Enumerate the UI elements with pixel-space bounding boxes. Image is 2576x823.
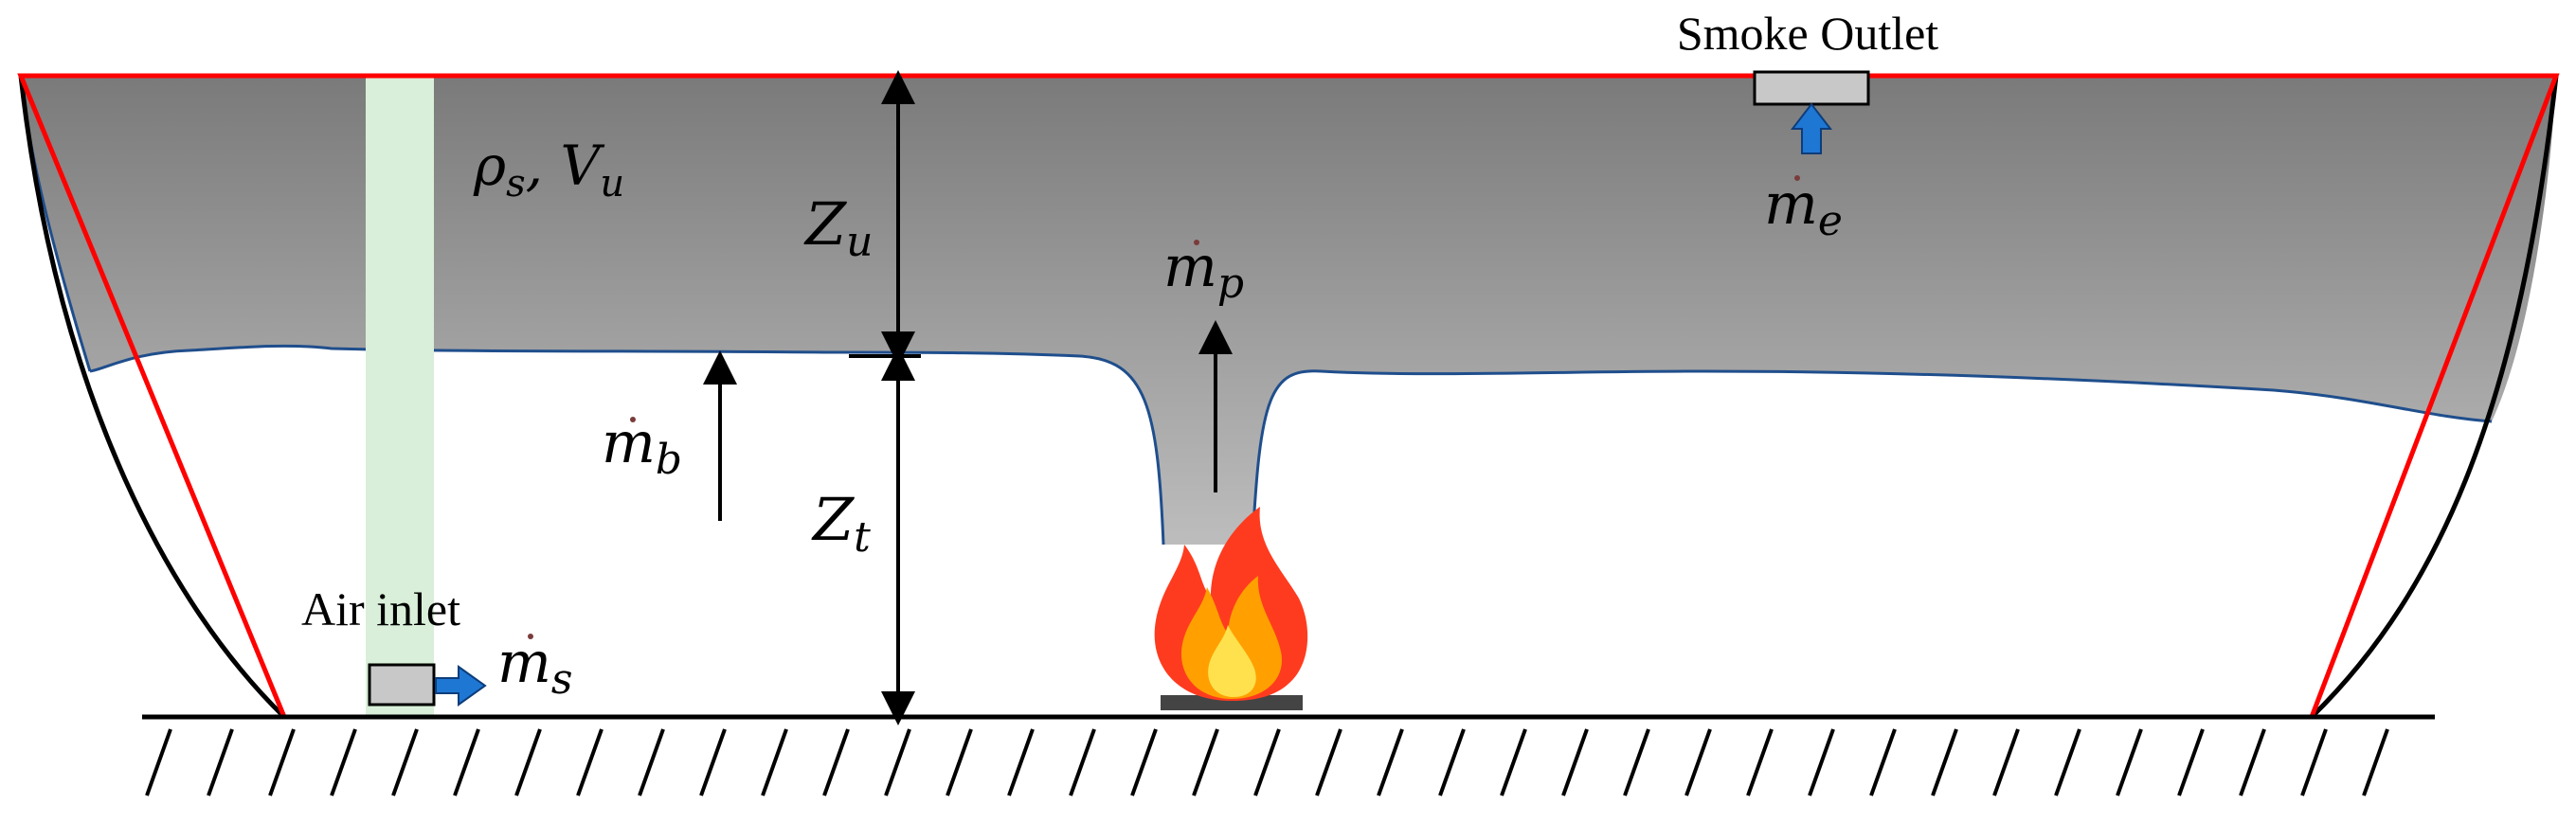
air-inlet-box	[368, 663, 436, 707]
inlet-column	[366, 76, 434, 716]
mp-label: mp	[1163, 234, 1244, 308]
svg-text:mp: mp	[1163, 234, 1244, 308]
smoke-layer	[21, 76, 2556, 545]
svg-text:me: me	[1764, 171, 1843, 245]
upper-layer-properties: ρs, Vu	[473, 134, 624, 206]
air-inlet-label: Air inlet	[301, 582, 460, 635]
ms-label: ms	[497, 630, 573, 704]
mb-label: mb	[602, 410, 682, 484]
svg-text:mb: mb	[602, 410, 682, 484]
outlet-flow-arrow	[1790, 102, 1833, 154]
zt-label: Zt	[811, 485, 871, 562]
svg-text:ms: ms	[497, 630, 573, 704]
smoke-outlet-box	[1753, 70, 1870, 106]
fire-icon	[1154, 507, 1308, 710]
right-wall	[2310, 75, 2559, 719]
smoke-outlet-label: Smoke Outlet	[1677, 7, 1938, 60]
left-wall	[18, 75, 286, 719]
inlet-flow-arrow	[435, 665, 487, 707]
floor-hatch	[145, 728, 2389, 796]
zu-label: Zu	[803, 189, 873, 266]
me-label: me	[1764, 171, 1843, 245]
